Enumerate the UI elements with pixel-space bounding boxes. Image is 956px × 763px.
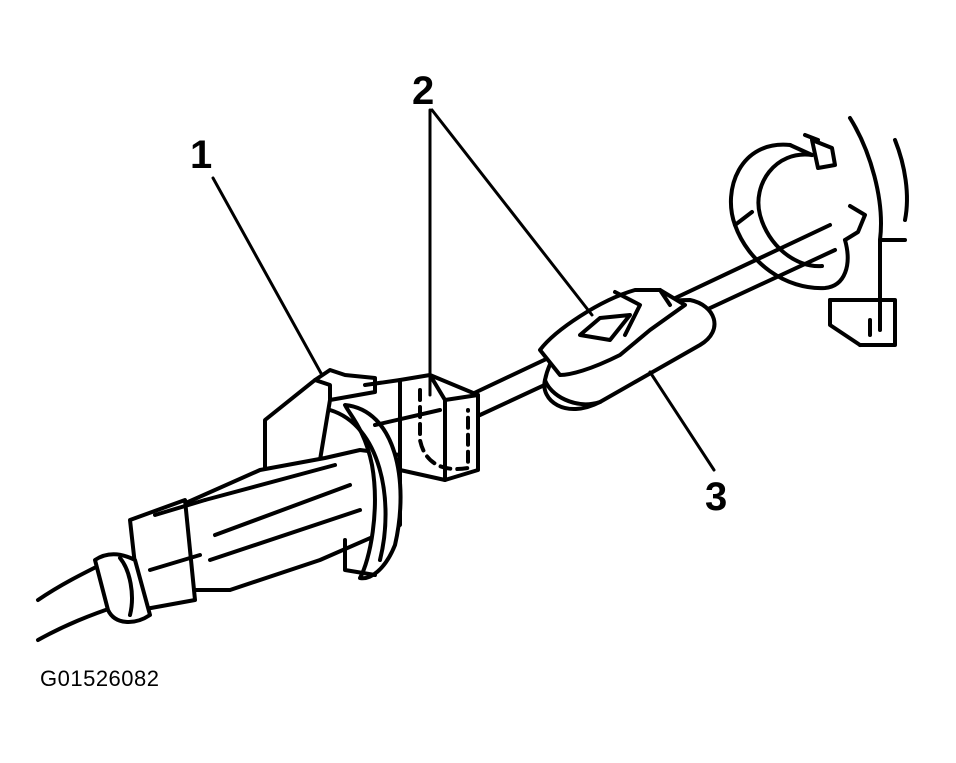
mounting-bracket bbox=[828, 116, 909, 347]
figure-id: G01526082 bbox=[40, 666, 160, 691]
callout-2: 2 bbox=[412, 69, 434, 113]
retaining-ring bbox=[729, 133, 867, 291]
leader-line-1 bbox=[211, 176, 324, 377]
callout-1: 1 bbox=[190, 133, 212, 177]
cable-end-fitting bbox=[538, 288, 717, 411]
leader-lines bbox=[211, 108, 716, 472]
leader-line-3 bbox=[648, 370, 716, 472]
callout-3: 3 bbox=[705, 475, 727, 519]
leader-line-2b bbox=[430, 108, 594, 317]
cable-jacket bbox=[36, 552, 152, 642]
cable-adjuster bbox=[128, 368, 480, 612]
